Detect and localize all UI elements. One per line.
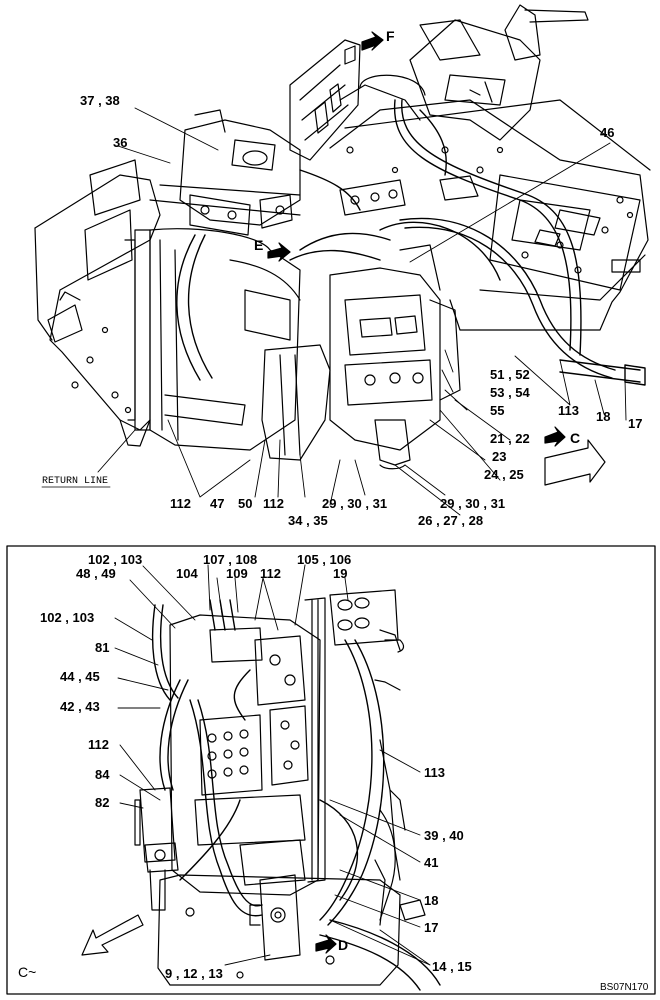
label-47: 47 [210, 496, 225, 511]
bottom-hoses [151, 599, 441, 991]
label-41: 41 [424, 855, 439, 870]
label-17-b: 17 [424, 920, 439, 935]
label-81: 81 [95, 640, 110, 655]
label-104: 104 [176, 566, 198, 581]
label-29-31-right: 29 , 30 , 31 [440, 496, 506, 511]
label-19: 19 [333, 566, 348, 581]
label-105-106: 105 , 106 [297, 552, 352, 567]
return-line-label: RETURN LINE [42, 476, 109, 487]
detail-c-frame [6, 545, 656, 995]
label-44-45: 44 , 45 [60, 669, 100, 684]
label-29-31-left: 29 , 30 , 31 [322, 496, 388, 511]
view-letter-c-tilde: C~ [18, 964, 37, 980]
figure-code: BS07N170 [600, 982, 649, 993]
label-53-54: 53 , 54 [490, 385, 530, 400]
label-14-15: 14 , 15 [432, 959, 472, 974]
top-frame [34, 99, 651, 447]
top-electrical-panel [289, 39, 361, 161]
label-51-52: 51 , 52 [490, 367, 530, 382]
label-84: 84 [95, 767, 110, 782]
bottom-base-plate [157, 874, 401, 986]
label-112-left-b: 112 [88, 737, 109, 752]
label-55: 55 [490, 403, 505, 418]
label-34-35: 34 , 35 [288, 513, 328, 528]
label-112-left: 112 [170, 496, 191, 511]
label-46: 46 [600, 125, 615, 140]
label-42-43: 42 , 43 [60, 699, 100, 714]
bottom-right-column [304, 589, 405, 883]
label-18-b: 18 [424, 893, 439, 908]
label-112-top: 112 [260, 566, 281, 581]
label-113-b: 113 [424, 765, 445, 780]
label-17: 17 [628, 416, 643, 431]
view-letter-f: F [386, 28, 395, 44]
label-21-22: 21 , 22 [490, 431, 530, 446]
view-letter-d: D [338, 937, 349, 953]
label-18: 18 [596, 409, 611, 424]
label-39-40: 39 , 40 [424, 828, 464, 843]
top-view-arrows [267, 31, 606, 486]
label-82: 82 [95, 795, 110, 810]
view-letter-c: C [570, 430, 581, 446]
label-37-38: 37 , 38 [80, 93, 120, 108]
label-26-28: 26 , 27 , 28 [418, 513, 484, 528]
label-112-mid: 112 [263, 496, 284, 511]
label-9-12-13: 9 , 12 , 13 [165, 966, 223, 981]
top-hoses [176, 99, 646, 386]
label-50: 50 [238, 496, 253, 511]
label-113: 113 [558, 403, 579, 418]
label-23: 23 [492, 449, 507, 464]
top-tank [124, 228, 331, 461]
label-109: 109 [226, 566, 248, 581]
view-letter-e: E [254, 237, 264, 253]
label-48-49: 48 , 49 [76, 566, 116, 581]
label-36: 36 [113, 135, 128, 150]
bottom-right-linkage [374, 679, 426, 926]
top-control-lever [339, 4, 589, 141]
top-valve-block-upper [149, 109, 301, 236]
top-leader-lines [97, 107, 627, 516]
label-24-25: 24 , 25 [484, 467, 524, 482]
bottom-view-arrows [81, 914, 337, 956]
label-102-103-top: 102 , 103 [88, 552, 143, 567]
bottom-solenoid [134, 787, 179, 911]
top-main-valve [329, 179, 461, 470]
label-107-108: 107 , 108 [203, 552, 258, 567]
bottom-leader-lines [114, 564, 431, 966]
label-102-103-left: 102 , 103 [40, 610, 95, 625]
